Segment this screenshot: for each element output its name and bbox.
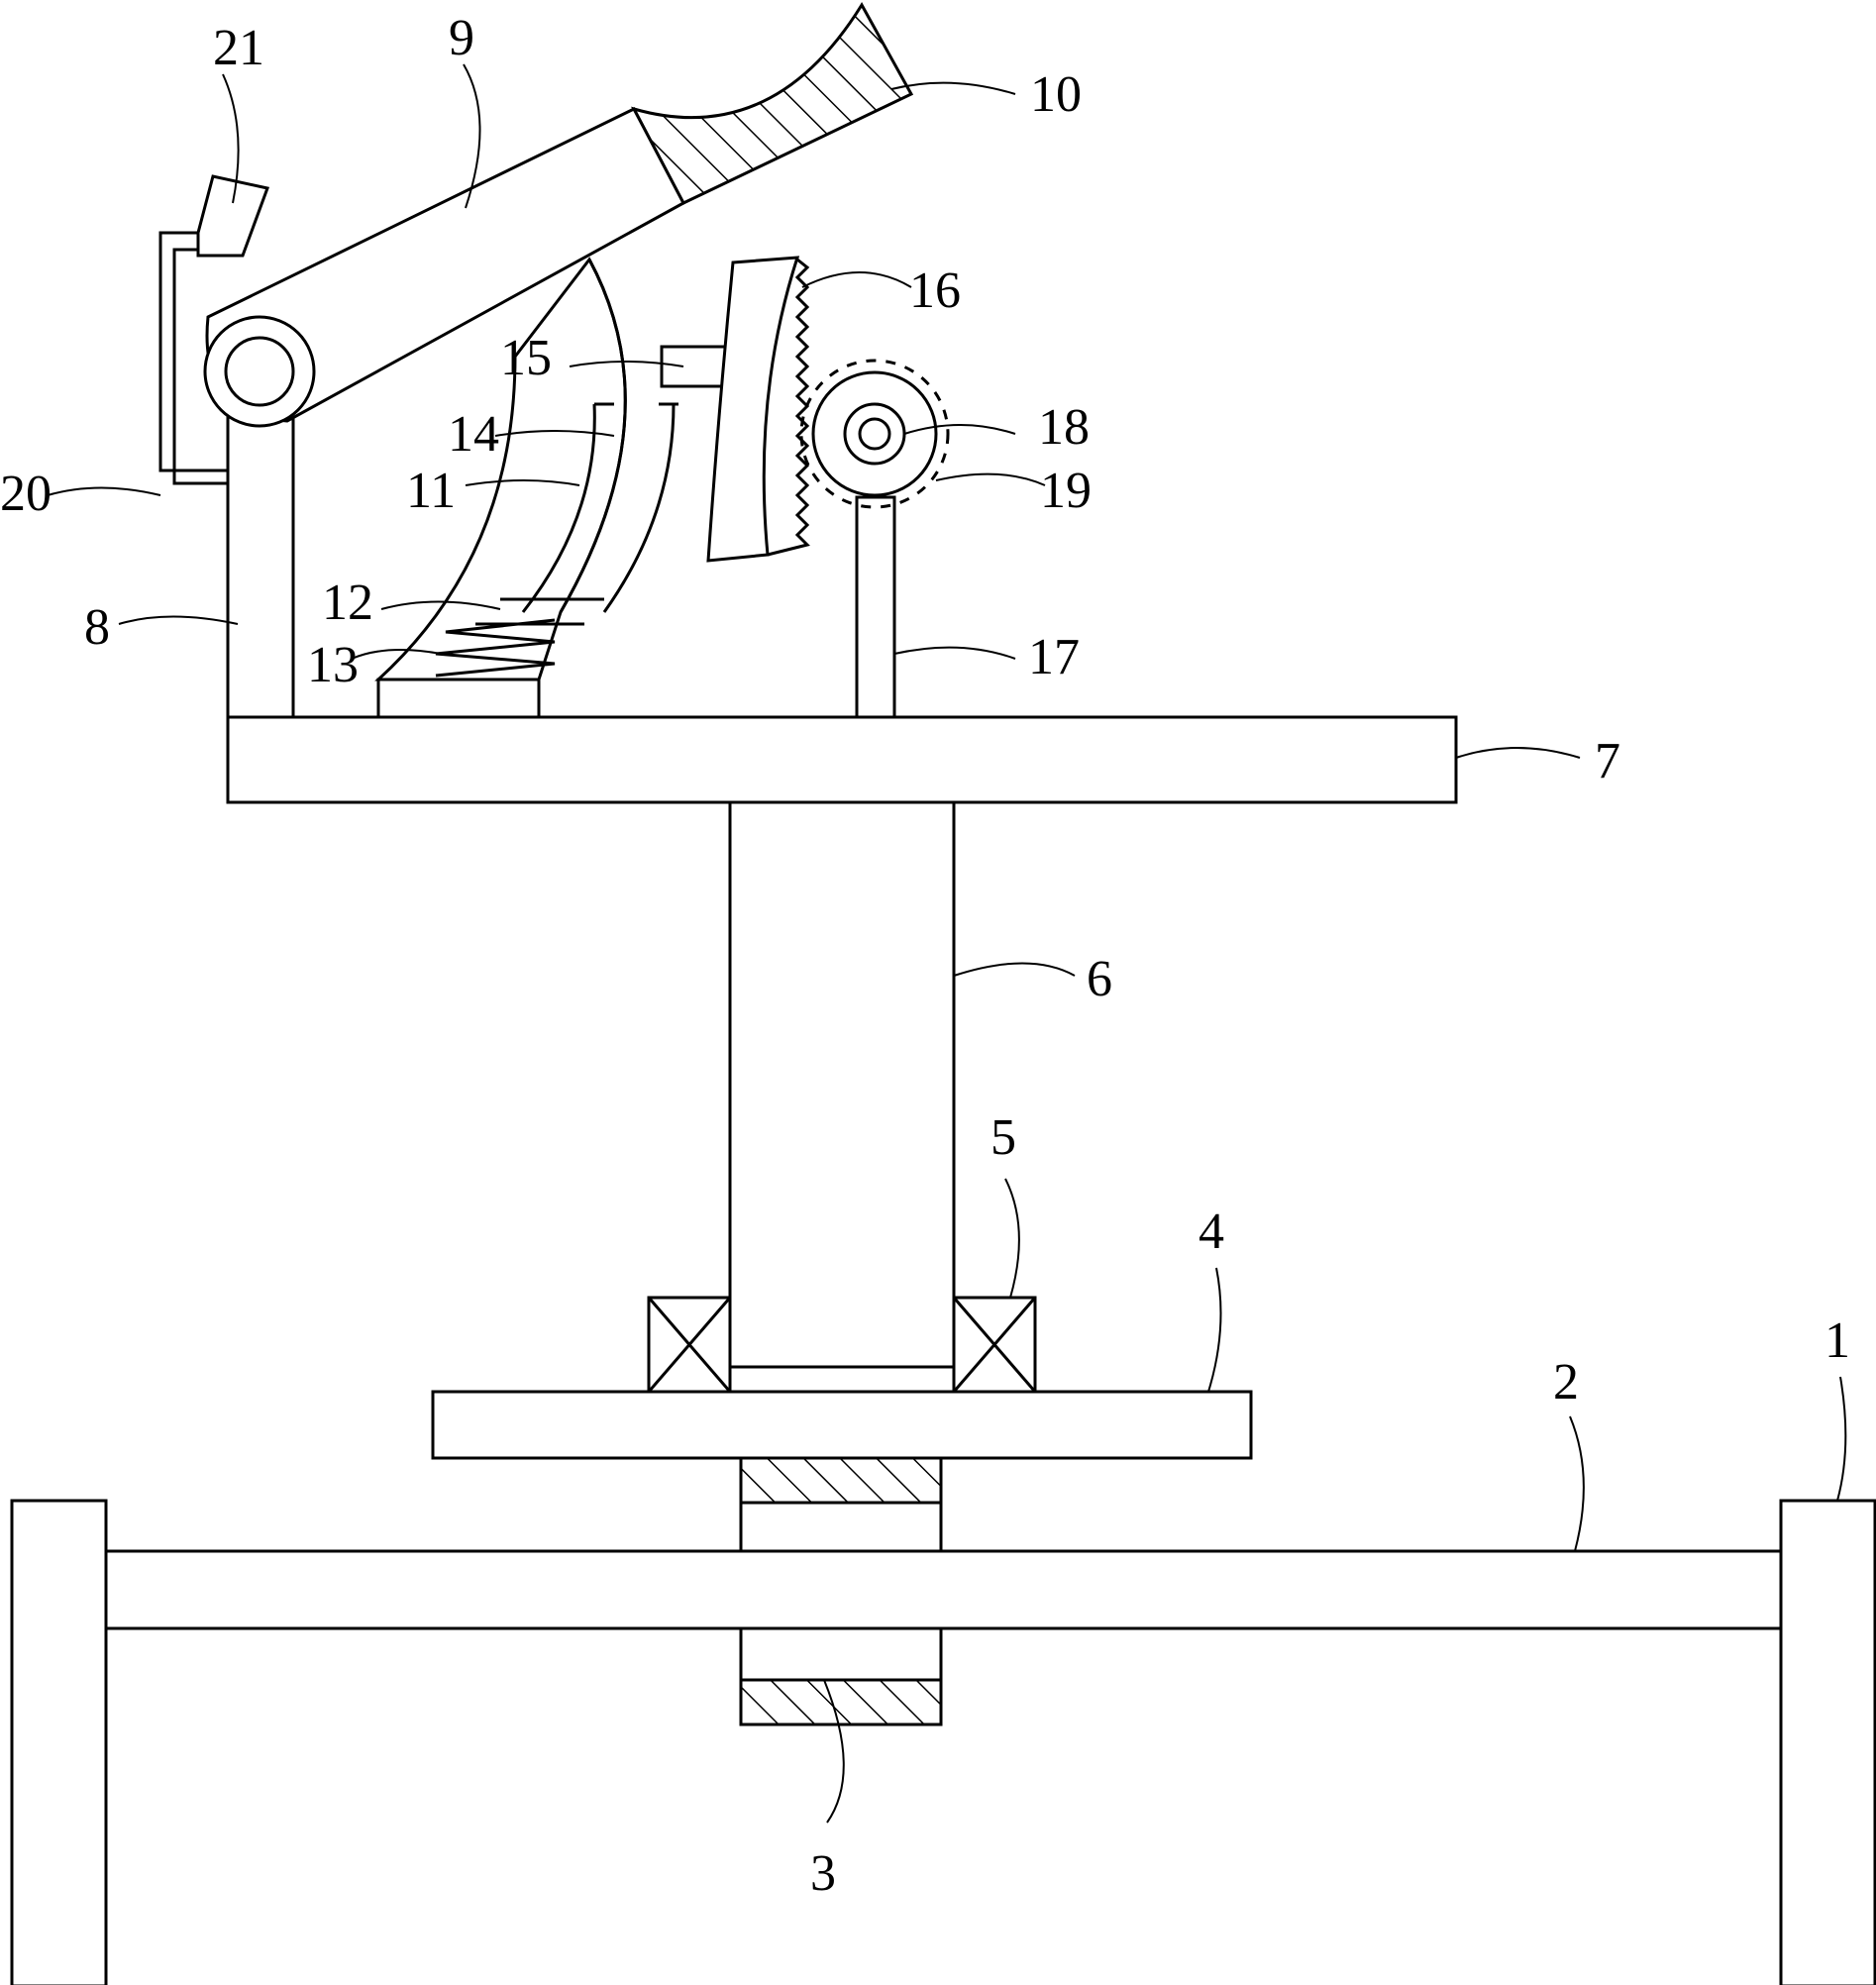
callout-label-10: 10 xyxy=(1030,66,1082,123)
hatched-holder xyxy=(631,2,914,205)
vertical-column xyxy=(728,800,956,1394)
support-post xyxy=(226,394,295,719)
callout-label-9: 9 xyxy=(449,10,474,66)
callout-label-19: 19 xyxy=(1040,463,1092,519)
rail-slider xyxy=(739,1456,943,1726)
lower-plate xyxy=(431,1390,1253,1460)
callout-label-15: 15 xyxy=(500,330,552,386)
callout-label-14: 14 xyxy=(448,406,499,463)
callout-label-16: 16 xyxy=(909,262,961,319)
upper-table xyxy=(226,715,1458,804)
curved-guide xyxy=(374,257,678,681)
callout-label-3: 3 xyxy=(810,1845,836,1902)
callout-label-2: 2 xyxy=(1553,1354,1579,1410)
callout-label-5: 5 xyxy=(990,1109,1016,1166)
callout-label-6: 6 xyxy=(1087,951,1112,1007)
toothed-arc-rack xyxy=(706,256,810,563)
hook-bracket xyxy=(158,231,228,472)
callout-label-11: 11 xyxy=(406,463,456,519)
callout-label-7: 7 xyxy=(1595,733,1620,789)
hook-tip xyxy=(196,174,270,258)
callout-label-1: 1 xyxy=(1824,1312,1850,1369)
callout-label-21: 21 xyxy=(213,20,264,76)
callout-label-13: 13 xyxy=(307,637,359,693)
callout-label-18: 18 xyxy=(1038,399,1090,456)
gear-shaft xyxy=(843,402,906,466)
pivot-arm xyxy=(203,107,686,428)
horizontal-rail xyxy=(104,1549,1783,1630)
callout-label-8: 8 xyxy=(84,599,110,656)
gear-stand xyxy=(855,495,896,719)
leader-lines xyxy=(47,63,1847,1824)
callout-label-17: 17 xyxy=(1028,629,1080,685)
callout-label-20: 20 xyxy=(0,466,52,522)
callout-label-12: 12 xyxy=(322,575,373,631)
spring-base-block xyxy=(376,678,541,719)
side-post xyxy=(10,1499,1876,1985)
callout-labels: 1 2 3 4 5 6 7 8 9 10 11 12 13 14 15 16 1… xyxy=(0,10,1850,1902)
callout-label-4: 4 xyxy=(1199,1203,1224,1260)
